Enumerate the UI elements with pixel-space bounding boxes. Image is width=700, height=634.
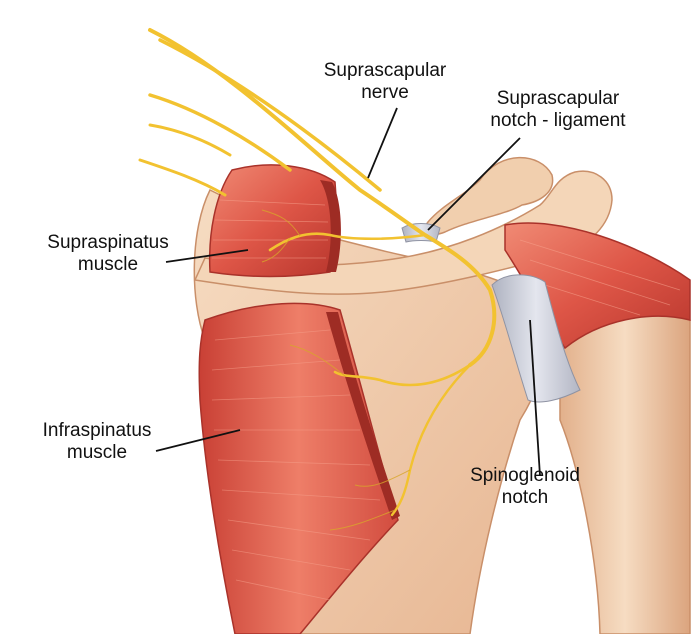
label-suprascapular-nerve-line2: nerve bbox=[361, 82, 409, 103]
leader-supraspinatus bbox=[165, 249, 249, 263]
label-infraspinatus-muscle: Infraspinatus muscle bbox=[22, 420, 172, 464]
label-infraspinatus-line2: muscle bbox=[66, 442, 128, 463]
label-notch-ligament-line1: Suprascapular bbox=[496, 88, 620, 109]
label-spinoglenoid-line2: notch bbox=[501, 487, 549, 508]
nerve-branches bbox=[261, 209, 411, 531]
leader-notch-ligament bbox=[427, 137, 521, 231]
leader-infraspinatus bbox=[155, 429, 241, 452]
label-notch-ligament-line2: notch - ligament bbox=[490, 110, 626, 131]
label-suprascapular-nerve: Suprascapular nerve bbox=[300, 60, 470, 104]
label-suprascapular-nerve-line1: Suprascapular bbox=[323, 60, 447, 81]
label-spinoglenoid-notch: Spinoglenoid notch bbox=[445, 465, 605, 509]
label-supraspinatus-line1: Supraspinatus bbox=[47, 232, 169, 253]
leader-lines bbox=[155, 107, 541, 477]
leader-suprascapular-nerve bbox=[367, 107, 398, 179]
coracoid-process bbox=[424, 156, 554, 236]
supraspinatus-fibers bbox=[212, 199, 329, 259]
humeral-muscle-fibers bbox=[519, 239, 681, 316]
label-supraspinatus-muscle: Supraspinatus muscle bbox=[38, 232, 178, 276]
spinoglenoid-ligament bbox=[491, 274, 581, 403]
label-spinoglenoid-line1: Spinoglenoid bbox=[470, 465, 580, 486]
suprascapular-nerve-path bbox=[138, 28, 497, 517]
label-infraspinatus-line1: Infraspinatus bbox=[42, 420, 152, 441]
infraspinatus-fibers bbox=[211, 329, 381, 601]
infraspinatus-cut-edge bbox=[326, 312, 400, 520]
supraspinatus-cut-edge bbox=[320, 180, 341, 272]
label-suprascapular-notch-ligament: Suprascapular notch - ligament bbox=[458, 88, 658, 132]
label-supraspinatus-line2: muscle bbox=[77, 254, 139, 275]
leader-spinoglenoid bbox=[529, 319, 541, 477]
scapular-spine bbox=[193, 170, 613, 295]
